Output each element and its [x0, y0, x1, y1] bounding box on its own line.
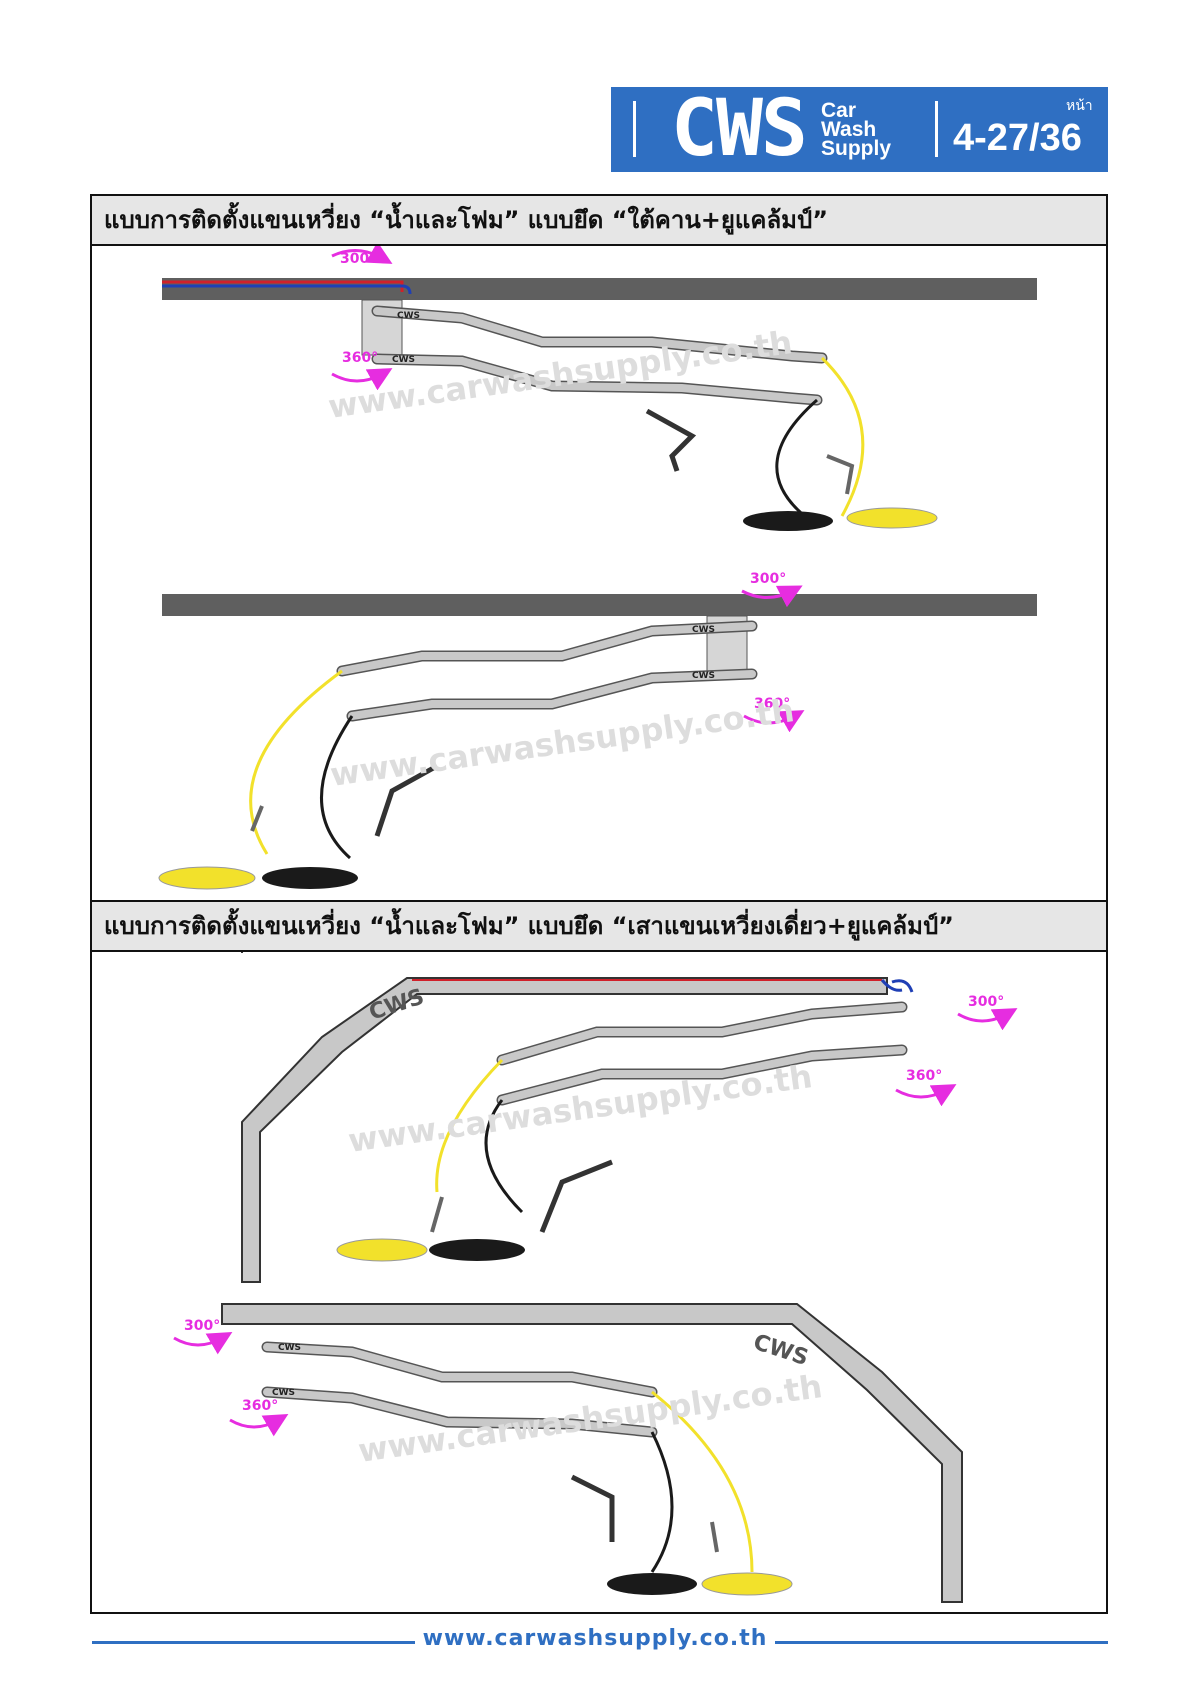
lower-swing-arm [348, 670, 756, 720]
rotation-360-arrow [229, 1413, 289, 1437]
water-pipe-blue [162, 284, 412, 295]
rotation-360-label: 360° [906, 1068, 942, 1084]
water-hose-coil [429, 1239, 525, 1261]
bracket-label: CWS [692, 625, 715, 635]
rotation-300-arrow [741, 585, 803, 608]
upper-swing-arm [263, 1343, 656, 1396]
bracket-label: CWS [278, 1343, 301, 1353]
rotation-360-arrow [895, 1084, 957, 1107]
spray-gun [570, 1474, 615, 1542]
water-pipe-red [162, 280, 404, 292]
header-divider [935, 101, 938, 157]
water-pipe-blue [880, 979, 914, 993]
foam-gun [826, 454, 855, 495]
bracket-label: CWS [397, 311, 420, 321]
lower-swing-arm [263, 1388, 656, 1436]
rotation-360-arrow [331, 368, 393, 391]
water-hose [320, 715, 354, 860]
spray-gun [645, 408, 697, 472]
footer-url[interactable]: www.carwashsupply.co.th [0, 1626, 1190, 1651]
upper-swing-arm [338, 622, 756, 675]
foam-gun [250, 805, 264, 832]
rotation-300-label: 300° [750, 571, 786, 587]
brand-name: Car Wash Supply [821, 99, 892, 160]
pole-logo: CWS [750, 1330, 811, 1371]
foam-gun [430, 1196, 444, 1233]
ceiling-beam [162, 594, 1037, 616]
foam-hose-coil [846, 507, 938, 529]
rotation-360-arrow [743, 710, 805, 733]
foam-gun [710, 1521, 719, 1553]
water-hose [484, 1099, 524, 1214]
rotation-300-arrow [957, 1008, 1018, 1031]
swing-pole [241, 952, 888, 1283]
header-logo-block: CWS Car Wash Supply หน้า 4-27/36 [611, 87, 1108, 172]
page-number: 4-27/36 [953, 117, 1082, 159]
water-hose [650, 1431, 674, 1573]
foam-hose-coil [701, 1572, 793, 1596]
lower-swing-arm [373, 355, 821, 404]
water-hose-coil [743, 511, 833, 531]
cws-logo: CWS [671, 84, 808, 174]
header-divider [633, 101, 636, 157]
bracket-label: CWS [692, 671, 715, 681]
foam-hose [249, 669, 343, 855]
single-pole-diagram: CWS 300° 360° www.carwashsupply.co.th CW… [173, 952, 1018, 1603]
rotation-360-label: 360° [342, 350, 378, 366]
page-label: หน้า [1066, 98, 1093, 114]
swing-pole [221, 1303, 963, 1603]
section-title-under-beam: แบบการติดตั้งแขนเหวี่ยง “น้ำและโฟม” แบบย… [90, 194, 1108, 246]
foam-hose [820, 356, 865, 517]
spray-gun [539, 1159, 613, 1233]
water-hose-coil [607, 1573, 697, 1595]
bracket-label: CWS [272, 1388, 295, 1398]
lower-swing-arm [498, 1046, 906, 1104]
water-hose [775, 398, 818, 520]
rotation-300-arrow [173, 1331, 233, 1355]
foam-hose-coil [336, 1238, 428, 1262]
under-beam-diagram: CWS CWS 300° 360° www.carwashsupply.co.t… [158, 246, 1037, 890]
water-hose-coil [262, 867, 358, 889]
rotation-300-label: 300° [184, 1318, 220, 1334]
foam-hose [651, 1390, 754, 1573]
upper-swing-arm [373, 307, 826, 362]
foam-hose [435, 1058, 504, 1193]
bracket-label: CWS [392, 355, 415, 365]
rotation-300-label: 300° [968, 994, 1004, 1010]
rotation-360-label: 360° [754, 696, 790, 712]
section-title-single-pole: แบบการติดตั้งแขนเหวี่ยง “น้ำและโฟม” แบบย… [90, 900, 1108, 952]
upper-swing-arm [498, 1003, 906, 1064]
watermark: www.carwashsupply.co.th [346, 1057, 815, 1160]
foam-hose-coil [158, 866, 256, 890]
spray-gun [374, 763, 439, 837]
rotation-360-label: 360° [242, 1398, 278, 1414]
rotation-300-arrow [331, 246, 393, 264]
